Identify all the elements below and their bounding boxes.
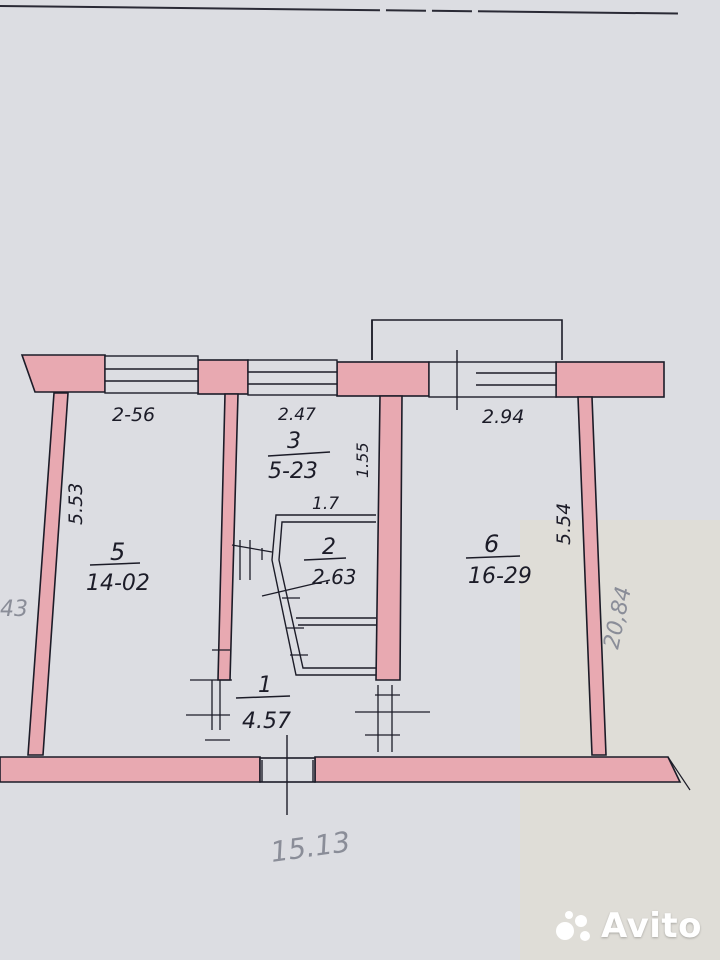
balcony — [371, 319, 563, 360]
watermark-text: Avito — [600, 906, 702, 946]
room-area: 16-29 — [468, 564, 532, 589]
room-3-label: 3 5-23 — [267, 429, 331, 484]
room-area: 4.57 — [242, 709, 291, 734]
room-1-label: 1 4.57 — [235, 673, 291, 734]
door-ticks — [186, 540, 430, 752]
dimension-room2-width: 1.7 — [312, 494, 339, 514]
window-middle — [247, 359, 338, 396]
room-area: 5-23 — [268, 459, 318, 484]
balcony-door — [428, 350, 557, 410]
room-number: 5 — [110, 538, 125, 566]
avito-watermark: Avito — [555, 906, 702, 946]
room-number: 3 — [287, 429, 301, 454]
top-exterior-wall — [20, 354, 665, 398]
bottom-exterior-wall — [0, 756, 682, 783]
dimension-room3-side: 1.55 — [353, 442, 372, 478]
paper-stain — [520, 520, 720, 960]
bathroom-partition — [271, 514, 376, 676]
dimension-room5-width: 2-56 — [112, 404, 155, 426]
dimension-room5-height: 5.53 — [65, 483, 87, 525]
bottom-arc-mark — [667, 756, 691, 791]
interior-walls — [27, 392, 607, 756]
dimension-room3-width: 2.47 — [278, 405, 316, 425]
room-number: 6 — [484, 530, 499, 558]
room-5-label: 5 14-02 — [86, 538, 150, 596]
room-number: 1 — [258, 673, 272, 698]
avito-logo-icon — [555, 911, 590, 941]
entrance-door — [261, 735, 314, 815]
window-left — [104, 355, 199, 394]
sheet-top-rule — [0, 5, 720, 15]
dimension-room6-height: 5.54 — [553, 503, 575, 545]
room-area: 2.63 — [312, 565, 357, 589]
room-number: 2 — [322, 535, 336, 560]
room-2-label: 2 2.63 — [261, 535, 357, 597]
pencil-note-left: 43 — [0, 597, 28, 622]
room-area: 14-02 — [86, 571, 150, 596]
dimension-room6-width: 2.94 — [482, 406, 524, 428]
room-6-label: 6 16-29 — [465, 530, 532, 589]
